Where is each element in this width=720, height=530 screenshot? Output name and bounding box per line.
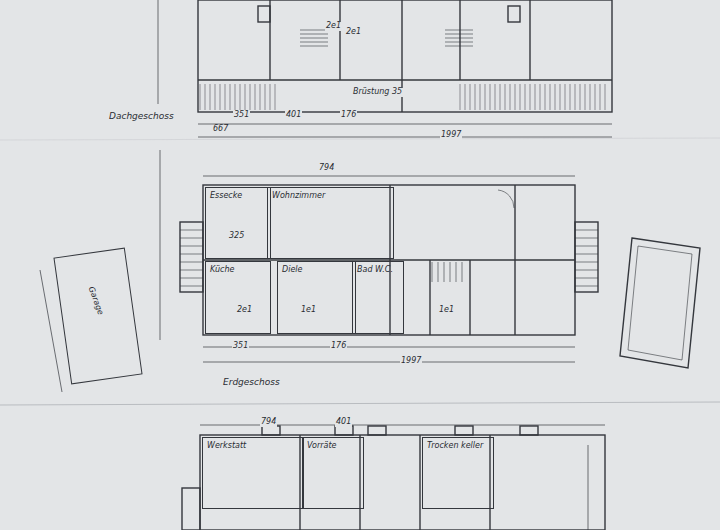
dimension-label: 2e1 — [325, 22, 342, 31]
dimension-label: 401 — [335, 418, 352, 427]
room-name: Garage — [77, 265, 115, 336]
dimension-label: 2e1 — [236, 306, 253, 315]
dimension-label: 401 — [285, 111, 302, 120]
room-box: Bad W.C. — [352, 261, 404, 334]
dimension-label: 1e1 — [438, 306, 455, 315]
dimension-label: 1997 — [400, 357, 422, 366]
floor-title: Dachgeschoss — [108, 112, 175, 122]
room-box: Vorräte — [302, 437, 364, 509]
room-box: Diele — [277, 261, 356, 334]
room-box: Werkstatt — [202, 437, 304, 509]
room-name: Bad W.C. — [353, 262, 403, 277]
dimension-label: 1997 — [440, 131, 462, 140]
dimension-label: 351 — [233, 111, 250, 120]
room-box: Garage — [53, 248, 142, 385]
dimension-label: 176 — [330, 342, 347, 351]
room-name: Werkstatt — [203, 438, 303, 453]
room-name: Vorräte — [303, 438, 363, 453]
room-name: Wohnzimmer — [268, 188, 393, 203]
room-box: Essecke — [205, 187, 271, 259]
dimension-label: 2e1 — [345, 28, 362, 37]
dimension-label: 667 — [212, 125, 229, 134]
room-name: Küche — [206, 262, 270, 277]
room-name: Trocken keller — [423, 438, 493, 453]
room-box: Küche — [205, 261, 271, 334]
room-name: Essecke — [206, 188, 270, 203]
dimension-label: 1e1 — [300, 306, 317, 315]
room-name: Diele — [278, 262, 355, 277]
dimension-label: 794 — [318, 164, 335, 173]
dimension-label: Brüstung 35 — [352, 88, 403, 97]
room-box: Wohnzimmer — [267, 187, 394, 259]
room-box: Trocken keller — [422, 437, 494, 509]
dimension-label: 794 — [260, 418, 277, 427]
dimension-label: 325 — [228, 232, 245, 241]
floor-title: Erdgeschoss — [222, 378, 281, 388]
dimension-label: 351 — [232, 342, 249, 351]
dimension-label: 176 — [340, 111, 357, 120]
